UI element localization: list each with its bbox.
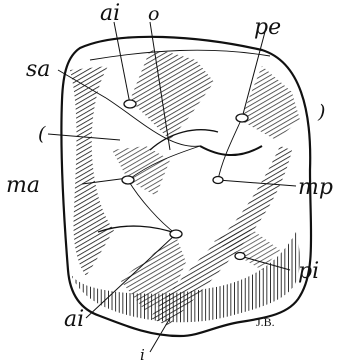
label-sa: sa: [26, 57, 50, 82]
label-bottom-mark: i: [140, 346, 145, 362]
cusp-tip-right: [236, 114, 248, 122]
left-cusp-hatching: [70, 66, 114, 276]
basin-curve-2: [150, 130, 218, 150]
upper-fan-hatching: [130, 50, 214, 140]
cusp-tip-lower-right: [235, 253, 245, 260]
label-o: o: [148, 3, 159, 25]
label-ma: ma: [6, 173, 40, 198]
signature: J.B.: [256, 315, 275, 329]
cusp-tip-middle: [122, 176, 134, 184]
label-ai-bottom: ai: [64, 307, 84, 332]
label-mp: mp: [298, 175, 333, 200]
basin-curve-1: [200, 146, 262, 155]
label-pe: pe: [254, 15, 281, 40]
cusp-tip-lower: [170, 230, 182, 238]
label-ai-top: ai: [100, 1, 120, 26]
cusp-tip-center-right: [213, 177, 223, 184]
label-paren-right: ): [317, 101, 325, 123]
label-paren-left: (: [38, 123, 46, 145]
label-pi: pi: [298, 259, 319, 284]
right-cusp-hatching: [240, 66, 300, 140]
cusp-tip-upper: [124, 100, 136, 108]
